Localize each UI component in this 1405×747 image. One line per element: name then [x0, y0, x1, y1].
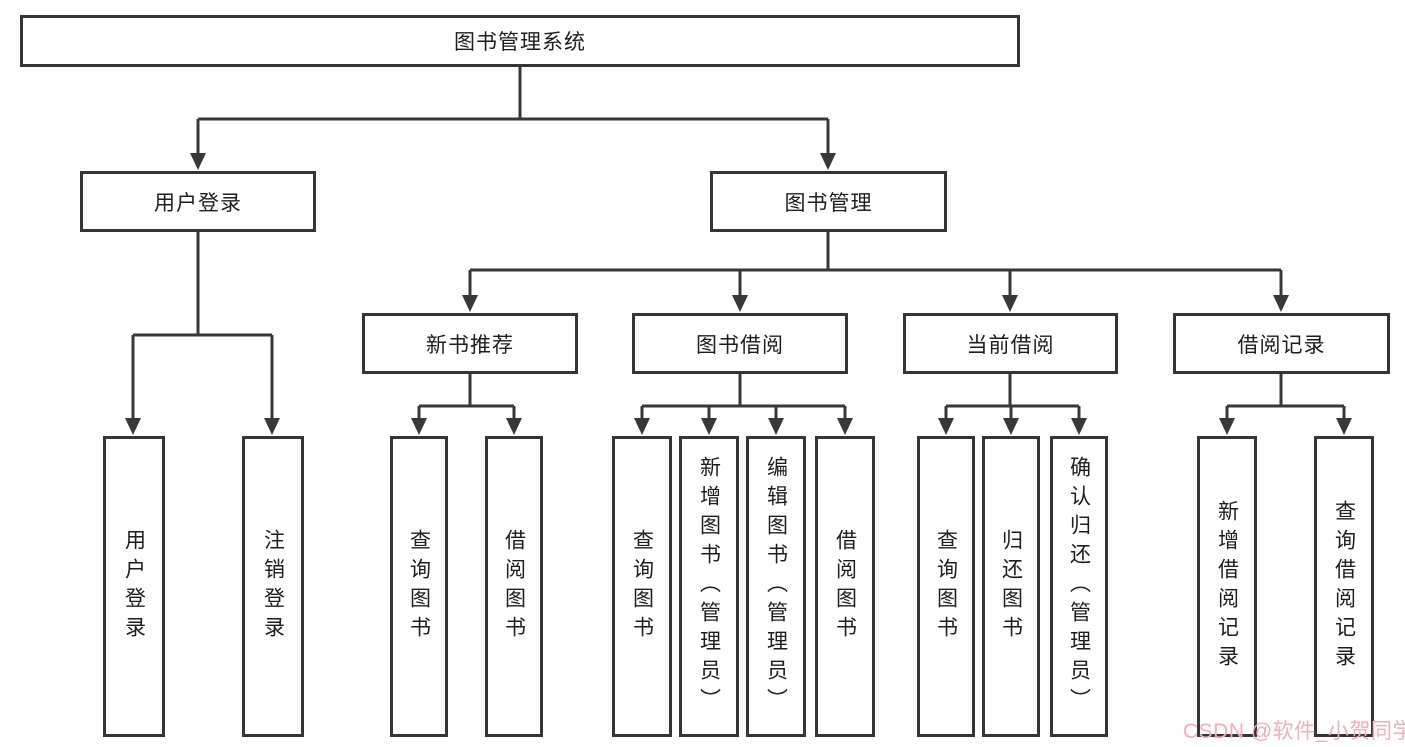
csdn-watermark: CSDN @软件_小贺同学 [1183, 720, 1405, 743]
leaf-return-books: 归还图书 [982, 436, 1040, 737]
leaf-confirm-return-admin: 确认归还（管理员） [1050, 436, 1108, 737]
leaf-add-books-admin: 新增图书（管理员） [679, 436, 739, 737]
leaf-borrow-books: 借阅图书 [815, 436, 875, 737]
leaf-add-borrow-record: 新增借阅记录 [1197, 436, 1257, 737]
node-user-login-group: 用户登录 [80, 171, 316, 232]
leaf-query-books-recommend: 查询图书 [390, 436, 448, 737]
leaf-edit-books-admin: 编辑图书（管理员） [746, 436, 806, 737]
leaf-borrow-books-recommend: 借阅图书 [485, 436, 543, 737]
node-library-system: 图书管理系统 [20, 15, 1020, 67]
leaf-query-borrow-record: 查询借阅记录 [1314, 436, 1374, 737]
leaf-user-login: 用户登录 [103, 436, 165, 737]
leaf-query-books-current: 查询图书 [917, 436, 975, 737]
node-book-management: 图书管理 [710, 171, 947, 232]
node-new-book-recommendation: 新书推荐 [362, 313, 578, 374]
node-borrowing-records: 借阅记录 [1173, 313, 1390, 374]
node-book-borrowing: 图书借阅 [632, 313, 848, 374]
node-current-borrowing: 当前借阅 [903, 313, 1118, 374]
leaf-query-books-borrow: 查询图书 [612, 436, 672, 737]
leaf-logout: 注销登录 [242, 436, 304, 737]
